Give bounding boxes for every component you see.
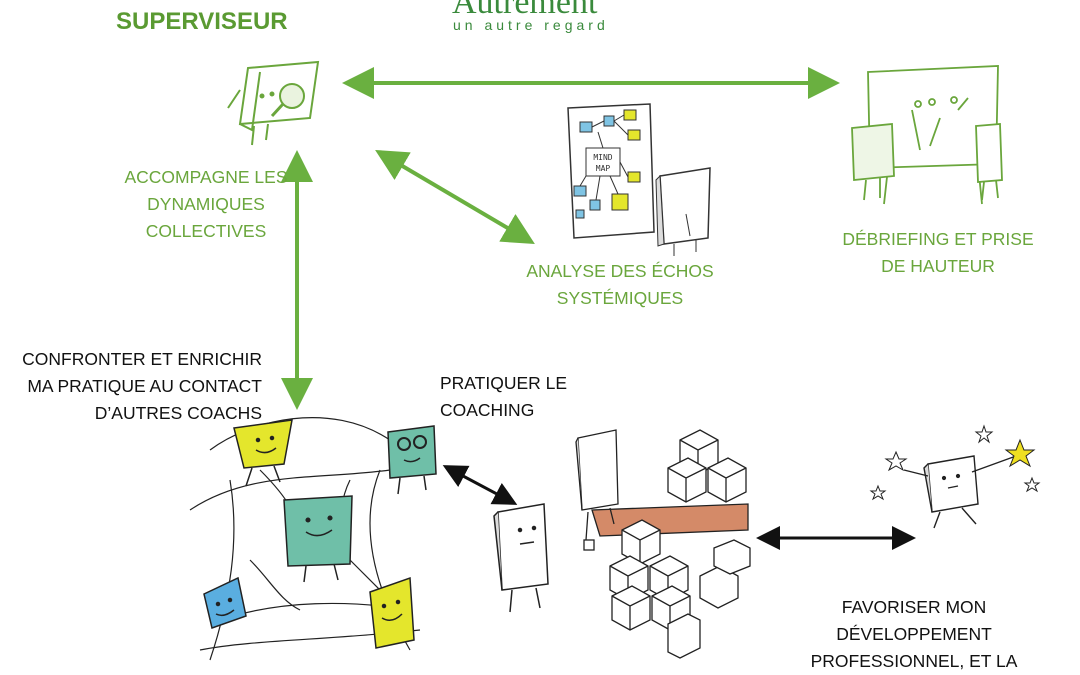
brand-name: Autrement: [452, 0, 598, 21]
svg-text:MIND: MIND: [593, 153, 612, 162]
label-debriefing: DÉBRIEFING ET PRISE DE HAUTEUR: [842, 229, 1034, 276]
label-favoriser: FAVORISER MON DÉVELOPPEMENT PROFESSIONNE…: [810, 597, 1018, 671]
star-figure: [903, 455, 1017, 529]
arrow-groupe-coach: [442, 465, 518, 505]
blue-figure: [203, 576, 247, 629]
arrow-superviseur-analyse: [375, 149, 535, 245]
label-analyse: ANALYSE DES ÉCHOS SYSTÉMIQUES: [526, 261, 714, 308]
teal-center-figure: [283, 495, 353, 583]
yellow-coach-figure: [233, 419, 293, 487]
teal-glasses-figure: [387, 425, 437, 495]
label-pratiquer: PRATIQUER LE COACHING: [440, 373, 568, 420]
supervisor-title: SUPERVISEUR: [116, 8, 288, 35]
label-accompagne: ACCOMPAGNE LES DYNAMIQUES COLLECTIVES: [124, 167, 288, 241]
label-confronter: CONFRONTER ET ENRICHIR MA PRATIQUE AU CO…: [22, 349, 262, 423]
brand-tagline: un autre regard: [453, 17, 609, 33]
magnifier-card-icon: [227, 60, 320, 146]
svg-text:MAP: MAP: [596, 164, 611, 173]
mindmap-board-icon: MIND MAP: [567, 103, 711, 256]
yellow-figure-bottom: [369, 576, 415, 649]
star-icon: [869, 424, 1041, 501]
white-coach-figure: [493, 503, 549, 613]
coaching-scene: [575, 429, 751, 659]
whiteboard-icon: [851, 65, 1003, 205]
